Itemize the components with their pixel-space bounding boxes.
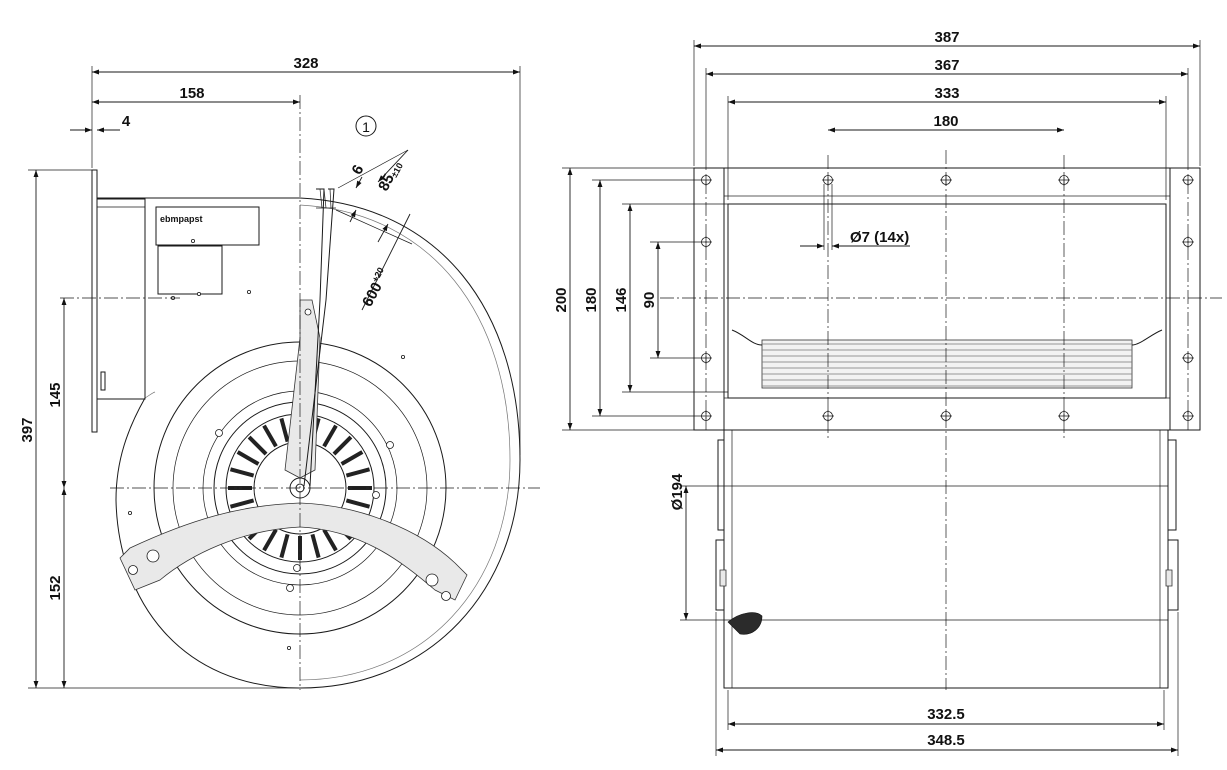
dim-height-overall: 397 <box>19 417 36 442</box>
dim-to-axis: 158 <box>179 85 204 102</box>
dim-wheel-diameter: Ø194 <box>669 473 686 510</box>
impeller-blades <box>762 343 1132 387</box>
dim-hole-pitch-outer: 367 <box>934 57 959 74</box>
rotor-fin <box>332 435 353 456</box>
dim-cable-strip: 85±10 <box>375 158 405 194</box>
rotor-fin <box>229 498 255 509</box>
dim-axis-to-bottom: 152 <box>47 575 64 600</box>
side-view: 387 367 333 180 Ø7 (14x) 200 <box>553 29 1222 756</box>
rotor-fin <box>279 417 290 443</box>
rotor-fin <box>247 435 268 456</box>
side-dimensions: 387 367 333 180 Ø7 (14x) 200 <box>553 29 1201 756</box>
motor-label-plate <box>155 206 260 246</box>
dim-flange: 4 <box>122 113 131 130</box>
dim-flange-width: 387 <box>934 29 959 46</box>
front-view: ebmpapst <box>19 55 540 690</box>
dim-hole-label: Ø7 (14x) <box>850 229 909 246</box>
rotor-fin <box>279 533 290 559</box>
support-spider <box>119 299 468 601</box>
dim-hole-pitch-vertical: 180 <box>583 287 600 312</box>
svg-text:ebmpapst: ebmpapst <box>160 214 203 224</box>
motor-cable <box>303 188 336 487</box>
rotor-fin <box>340 450 364 466</box>
dim-opening-height: 146 <box>613 287 630 312</box>
dim-hole-pitch-inner: 180 <box>933 113 958 130</box>
dim-width-overall-side: 348.5 <box>927 732 965 749</box>
dim-flange-height: 200 <box>553 287 570 312</box>
rotor-fin <box>345 467 371 478</box>
impeller-wheel <box>761 339 1133 389</box>
terminal-box <box>157 245 223 295</box>
callout-number: 1 <box>362 119 370 135</box>
dim-hole-pitch-center: 90 <box>641 292 658 309</box>
rotor-fin <box>345 498 371 509</box>
rotor-fin <box>229 467 255 478</box>
rotor-fin <box>322 424 338 448</box>
dim-axis-to-flange: 145 <box>47 382 64 407</box>
rotor-fin <box>322 528 338 552</box>
scroll-housing-outline <box>97 197 521 689</box>
rotor-fin <box>310 533 321 559</box>
dim-width-overall: 328 <box>293 55 318 72</box>
outlet-flange <box>693 167 1201 431</box>
dim-housing-width: 332.5 <box>927 706 965 723</box>
mounting-flange <box>91 169 98 433</box>
dim-cable-length: 600+20 <box>358 266 393 310</box>
rotor-fin <box>262 528 278 552</box>
dim-opening-width: 333 <box>934 85 959 102</box>
callout-circle <box>355 115 377 137</box>
rotor-fin <box>262 424 278 448</box>
dim-cable-sleeve: 6 <box>349 162 368 177</box>
rotor-fin <box>236 450 260 466</box>
